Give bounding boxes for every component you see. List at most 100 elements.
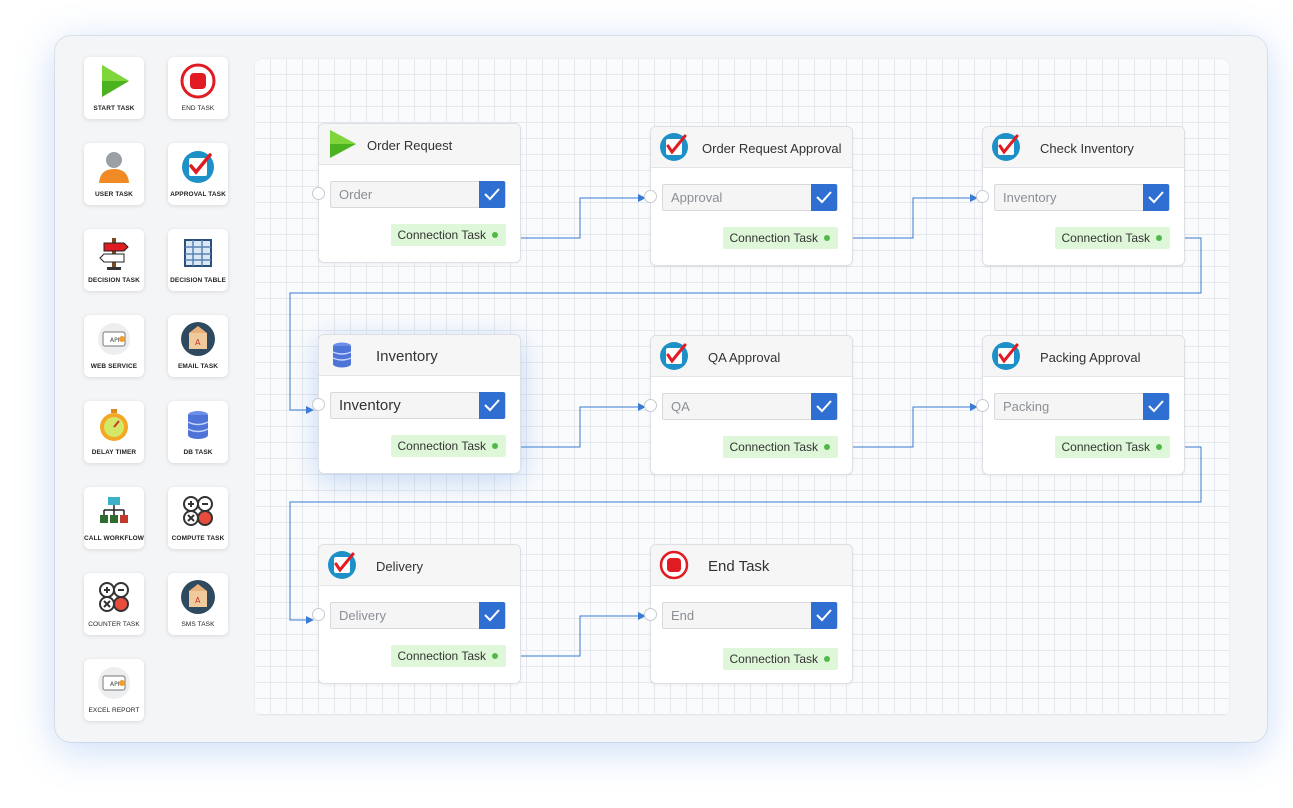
node-order-request[interactable]: Order Request Order Connection Task <box>312 123 521 263</box>
connection-task[interactable]: Connection Task <box>722 436 838 458</box>
node-header: Order Request Approval <box>651 127 852 168</box>
field-value: Order <box>339 187 373 202</box>
confirm-button[interactable] <box>1143 393 1169 420</box>
connection-task[interactable]: Connection Task <box>390 435 506 457</box>
node-title: Inventory <box>376 348 438 365</box>
palette-label: APPROVAL TASK <box>170 191 226 198</box>
output-port[interactable] <box>824 235 830 241</box>
palette-compute-task[interactable]: COMPUTE TASK <box>168 487 228 549</box>
input-port[interactable] <box>644 608 657 621</box>
output-port[interactable] <box>824 656 830 662</box>
node-order-request-approval[interactable]: Order Request Approval Approval Connecti… <box>644 126 853 266</box>
palette-web-service[interactable]: API WEB SERVICE <box>84 315 144 377</box>
node-check-inventory[interactable]: Check Inventory Inventory Connection Tas… <box>976 126 1185 266</box>
input-port[interactable] <box>976 190 989 203</box>
confirm-button[interactable] <box>811 184 837 211</box>
node-packing-approval[interactable]: Packing Approval Packing Connection Task <box>976 335 1185 475</box>
connection-task[interactable]: Connection Task <box>390 645 506 667</box>
node-header: Inventory <box>319 335 520 376</box>
node-header: Order Request <box>319 124 520 165</box>
stop-icon <box>180 63 216 99</box>
palette-start-task[interactable]: START TASK <box>84 57 144 119</box>
connection-task[interactable]: Connection Task <box>722 648 838 670</box>
output-port[interactable] <box>492 653 498 659</box>
node-field[interactable]: Packing <box>994 393 1170 420</box>
palette-end-task[interactable]: END TASK <box>168 57 228 119</box>
start-icon <box>102 65 129 97</box>
checkmark-icon <box>816 609 832 622</box>
palette-decision-table[interactable]: DECISION TABLE <box>168 229 228 291</box>
confirm-button[interactable] <box>811 602 837 629</box>
approval-icon <box>660 342 688 370</box>
confirm-button[interactable] <box>479 392 505 419</box>
palette-db-task[interactable]: DB TASK <box>168 401 228 463</box>
output-port[interactable] <box>492 232 498 238</box>
connection-label: Connection Task <box>1061 231 1151 245</box>
node-title: Order Request <box>367 138 453 153</box>
node-header: Packing Approval <box>983 336 1184 377</box>
node-inventory[interactable]: Inventory Inventory Connection Task <box>312 334 521 474</box>
connection-label: Connection Task <box>729 440 819 454</box>
node-field[interactable]: Inventory <box>994 184 1170 211</box>
calculator-icon <box>99 582 129 612</box>
confirm-button[interactable] <box>1143 184 1169 211</box>
connection-task[interactable]: Connection Task <box>722 227 838 249</box>
node-field[interactable]: QA <box>662 393 838 420</box>
input-port[interactable] <box>644 190 657 203</box>
palette-approval-task[interactable]: APPROVAL TASK <box>168 143 228 205</box>
field-value: Approval <box>671 190 723 205</box>
node-qa-approval[interactable]: QA Approval QA Connection Task <box>644 335 853 475</box>
node-title: Order Request Approval <box>702 141 842 156</box>
palette-excel-report[interactable]: API EXCEL REPORT <box>84 659 144 721</box>
node-field[interactable]: Order <box>330 181 506 208</box>
connection-task[interactable]: Connection Task <box>1054 436 1170 458</box>
user-icon <box>99 152 129 183</box>
input-port[interactable] <box>644 399 657 412</box>
output-port[interactable] <box>1156 444 1162 450</box>
palette-sms-task[interactable]: A SMS TASK <box>168 573 228 635</box>
palette-label: DELAY TIMER <box>91 449 137 456</box>
output-port[interactable] <box>492 443 498 449</box>
confirm-button[interactable] <box>479 602 505 629</box>
field-value: Inventory <box>339 397 401 414</box>
palette-user-task[interactable]: USER TASK <box>84 143 144 205</box>
node-field[interactable]: End <box>662 602 838 629</box>
node-end-task[interactable]: End Task End Connection Task <box>644 544 853 684</box>
field-value: Packing <box>1003 399 1050 414</box>
checkmark-icon <box>816 400 832 413</box>
input-port[interactable] <box>312 187 325 200</box>
checkmark-icon <box>484 188 500 201</box>
output-port[interactable] <box>1156 235 1162 241</box>
connection-label: Connection Task <box>397 649 487 663</box>
input-port[interactable] <box>312 608 325 621</box>
connection-task[interactable]: Connection Task <box>1054 227 1170 249</box>
confirm-button[interactable] <box>479 181 505 208</box>
input-port[interactable] <box>312 398 325 411</box>
palette-email-task[interactable]: A EMAIL TASK <box>168 315 228 377</box>
input-port[interactable] <box>976 399 989 412</box>
palette-decision-task[interactable]: DECISION TASK <box>84 229 144 291</box>
confirm-button[interactable] <box>811 393 837 420</box>
node-delivery[interactable]: Delivery Delivery Connection Task <box>312 544 521 684</box>
svg-text:API: API <box>110 337 120 344</box>
svg-text:API: API <box>110 681 120 688</box>
field-value: QA <box>671 399 690 414</box>
palette-counter-task[interactable]: COUNTER TASK <box>84 573 144 635</box>
field-value: Inventory <box>1003 190 1057 205</box>
connection-label: Connection Task <box>729 231 819 245</box>
table-icon <box>184 239 212 267</box>
connection-label: Connection Task <box>397 439 487 453</box>
node-title: Packing Approval <box>1040 350 1141 365</box>
connection-task[interactable]: Connection Task <box>390 224 506 246</box>
palette-label: SMS TASK <box>181 621 215 628</box>
connection-label: Connection Task <box>729 652 819 666</box>
palette-delay-timer[interactable]: DELAY TIMER <box>84 401 144 463</box>
node-field[interactable]: Inventory <box>330 392 506 419</box>
approval-icon <box>992 342 1020 370</box>
output-port[interactable] <box>824 444 830 450</box>
palette-label: END TASK <box>181 105 215 112</box>
node-field[interactable]: Approval <box>662 184 838 211</box>
palette-call-workflow[interactable]: CALL WORKFLOW <box>84 487 144 549</box>
node-field[interactable]: Delivery <box>330 602 506 629</box>
api-icon: API <box>98 667 130 699</box>
